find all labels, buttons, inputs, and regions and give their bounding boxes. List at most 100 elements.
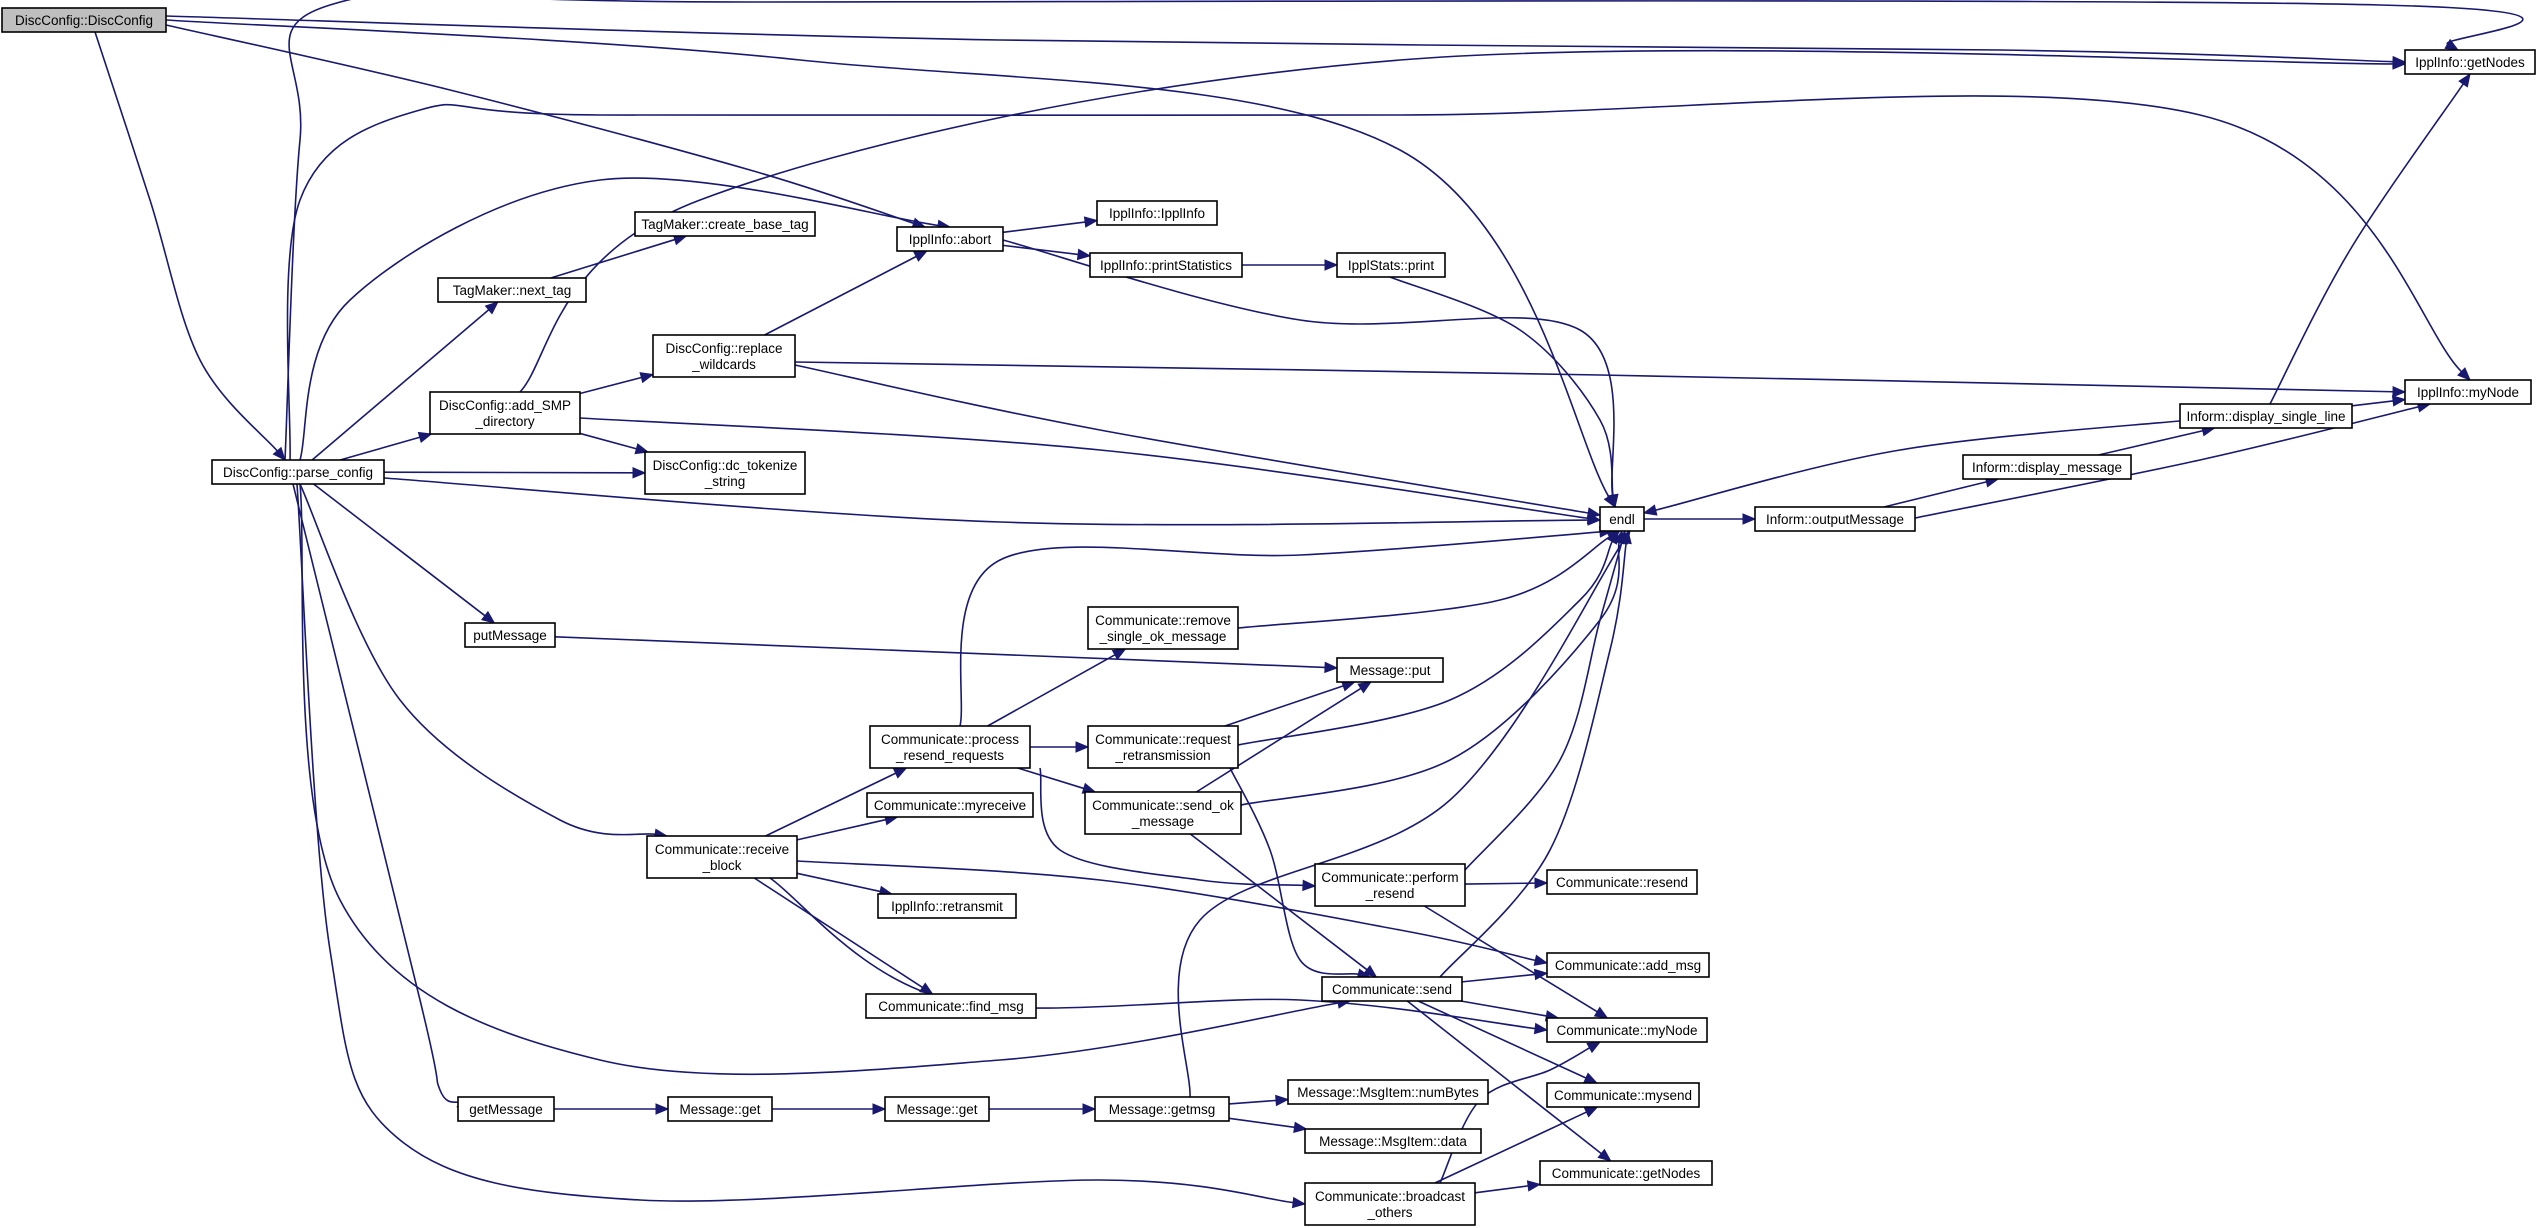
node-label: IpplInfo::retransmit xyxy=(891,899,1003,914)
node-comm-receive-block[interactable]: Communicate::receive_block xyxy=(646,835,798,879)
node-box xyxy=(211,459,385,485)
node-label: Message::MsgItem::numBytes xyxy=(1297,1085,1479,1100)
node-label: Inform::outputMessage xyxy=(1766,512,1904,527)
arrowhead xyxy=(2392,58,2407,70)
node-comm-add-msg[interactable]: Communicate::add_msg xyxy=(1546,952,1710,978)
call-edge-comm_receive_block-to-ippl_retransmit xyxy=(796,872,894,897)
node-comm-myreceive[interactable]: Communicate::myreceive xyxy=(866,792,1034,818)
node-ippl-mynode[interactable]: IpplInfo::myNode xyxy=(2404,379,2532,405)
node-comm-request-retrans[interactable]: Communicate::request_retransmission xyxy=(1087,725,1239,769)
node-inform-output[interactable]: Inform::outputMessage xyxy=(1754,506,1916,532)
call-edge-getmessage-to-message_get1 xyxy=(554,1103,670,1115)
node-label: Communicate::perform xyxy=(1321,870,1458,885)
call-edge-ippl_printstats-to-ipplstats_print xyxy=(1242,259,1339,271)
node-comm-mynode[interactable]: Communicate::myNode xyxy=(1546,1017,1708,1043)
node-comm-remove-single[interactable]: Communicate::remove_single_ok_message xyxy=(1087,606,1239,650)
node-putmessage[interactable]: putMessage xyxy=(464,622,556,648)
node-box xyxy=(437,277,587,303)
node-parse-config[interactable]: DiscConfig::parse_config xyxy=(211,459,385,485)
arrowhead xyxy=(1357,681,1373,694)
call-edge-putmessage-to-message_put xyxy=(554,635,1339,674)
call-edge-comm_request_retrans-to-endl xyxy=(1237,529,1619,746)
node-box xyxy=(464,622,556,648)
node-label: Message::get xyxy=(896,1102,977,1117)
call-edge-inform_display_single-to-ippl_mynode xyxy=(2351,395,2407,407)
node-endl[interactable]: endl xyxy=(1599,506,1645,532)
node-box xyxy=(1094,1096,1230,1122)
node-box xyxy=(1089,252,1243,278)
node-ippl-printstats[interactable]: IpplInfo::printStatistics xyxy=(1089,252,1243,278)
node-box xyxy=(429,391,581,435)
arrowhead xyxy=(2457,367,2471,381)
node-inform-display-message[interactable]: Inform::display_message xyxy=(1962,454,2132,480)
arrowhead xyxy=(655,1103,670,1115)
node-label: IpplInfo::myNode xyxy=(2417,385,2519,400)
arrowhead xyxy=(1291,1196,1307,1209)
node-label: _string xyxy=(704,474,746,489)
node-ippl-getnodes[interactable]: IpplInfo::getNodes xyxy=(2404,49,2536,75)
node-label: _block xyxy=(701,858,741,873)
node-msgitem-data[interactable]: Message::MsgItem::data xyxy=(1304,1128,1482,1154)
node-label: Communicate::myreceive xyxy=(874,798,1026,813)
node-message-getmsg[interactable]: Message::getmsg xyxy=(1094,1096,1230,1122)
node-label: IpplInfo::printStatistics xyxy=(1100,258,1232,273)
node-getmessage[interactable]: getMessage xyxy=(457,1096,555,1122)
node-box xyxy=(1599,506,1645,532)
arrowhead xyxy=(1324,259,1339,271)
node-box xyxy=(1336,252,1446,278)
node-box xyxy=(1,7,167,33)
node-label: _wildcards xyxy=(691,357,756,372)
node-inform-display-single[interactable]: Inform::display_single_line xyxy=(2179,403,2353,429)
node-comm-getnodes[interactable]: Communicate::getNodes xyxy=(1539,1160,1713,1186)
arrowhead xyxy=(1742,513,1757,525)
node-comm-perform-resend[interactable]: Communicate::perform_resend xyxy=(1314,863,1466,907)
call-edge-comm_broadcast-to-comm_getnodes xyxy=(1474,1180,1542,1194)
node-label: DiscConfig::dc_tokenize xyxy=(653,458,798,473)
call-edge-comm_process_resend-to-comm_remove_single xyxy=(987,648,1127,727)
node-ippl-retransmit[interactable]: IpplInfo::retransmit xyxy=(877,893,1017,919)
node-label: Communicate::send xyxy=(1332,982,1452,997)
node-comm-find-msg[interactable]: Communicate::find_msg xyxy=(865,993,1037,1019)
arrowhead xyxy=(1642,504,1658,516)
node-label: Communicate::resend xyxy=(1556,875,1688,890)
node-label: Message::MsgItem::data xyxy=(1319,1134,1467,1149)
call-edge-comm_request_retrans-to-message_put xyxy=(1224,680,1356,727)
node-label: _directory xyxy=(474,414,535,429)
node-dc-tokenize[interactable]: DiscConfig::dc_tokenize_string xyxy=(644,451,806,495)
node-comm-resend[interactable]: Communicate::resend xyxy=(1546,869,1698,895)
node-discconfig-ctor[interactable]: DiscConfig::DiscConfig xyxy=(1,7,167,33)
node-comm-broadcast[interactable]: Communicate::broadcast_others xyxy=(1304,1182,1476,1226)
call-edge-parse_config-to-comm_broadcast xyxy=(296,483,1307,1209)
node-label: DiscConfig::replace xyxy=(665,341,782,356)
node-label: endl xyxy=(1609,512,1635,527)
node-message-get1[interactable]: Message::get xyxy=(667,1096,773,1122)
node-label: getMessage xyxy=(469,1102,543,1117)
node-label: putMessage xyxy=(473,628,547,643)
node-tag-create-base[interactable]: TagMaker::create_base_tag xyxy=(634,211,816,237)
node-comm-mysend[interactable]: Communicate::mysend xyxy=(1546,1082,1700,1108)
node-msgitem-numbytes[interactable]: Message::MsgItem::numBytes xyxy=(1287,1079,1489,1105)
call-edge-ipplstats_print-to-endl xyxy=(1389,276,1619,509)
node-comm-send-ok[interactable]: Communicate::send_ok_message xyxy=(1084,791,1242,835)
arrowhead xyxy=(1293,1121,1308,1133)
node-box xyxy=(1546,869,1698,895)
node-comm-send[interactable]: Communicate::send xyxy=(1321,976,1463,1002)
node-message-get2[interactable]: Message::get xyxy=(884,1096,990,1122)
node-ippl-abort[interactable]: IpplInfo::abort xyxy=(896,226,1004,252)
node-box xyxy=(877,893,1017,919)
node-comm-process-resend[interactable]: Communicate::process_resend_requests xyxy=(869,725,1031,769)
node-message-put[interactable]: Message::put xyxy=(1336,657,1444,683)
call-edge-discconfig_ctor-to-ippl_getnodes xyxy=(165,15,2407,68)
node-ippl-ctor[interactable]: IpplInfo::IpplInfo xyxy=(1096,200,1218,226)
call-edge-tag_next-to-tag_create_base xyxy=(550,234,688,279)
arrowhead xyxy=(1075,741,1090,753)
node-box xyxy=(1087,725,1239,769)
node-replace-wildcards[interactable]: DiscConfig::replace_wildcards xyxy=(652,334,796,378)
node-box xyxy=(646,835,798,879)
node-add-smp[interactable]: DiscConfig::add_SMP_directory xyxy=(429,391,581,435)
node-box xyxy=(2179,403,2353,429)
call-edge-comm_perform_resend-to-comm_mynode xyxy=(1423,905,1609,1019)
node-tag-next[interactable]: TagMaker::next_tag xyxy=(437,277,587,303)
node-label: IpplInfo::IpplInfo xyxy=(1109,206,1205,221)
node-ipplstats-print[interactable]: IpplStats::print xyxy=(1336,252,1446,278)
